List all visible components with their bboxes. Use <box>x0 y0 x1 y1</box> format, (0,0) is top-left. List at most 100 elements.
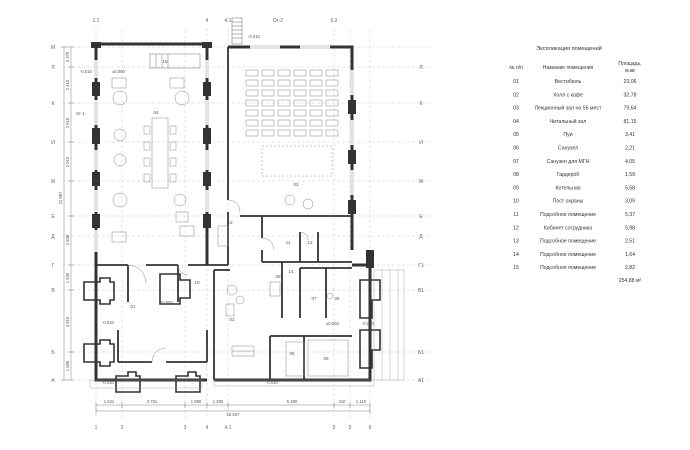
room-number-06: 06 <box>334 296 340 301</box>
schedule-cell-area-10: 3,09 <box>625 199 635 205</box>
dim-left-7: 3 815 <box>65 316 70 327</box>
exterior-walls <box>94 42 372 382</box>
lecture-seat <box>277 129 291 137</box>
lecture-seat <box>261 69 275 77</box>
schedule-cell-area-02: 32,78 <box>624 92 637 98</box>
schedule-cell-name-06: Санузел <box>558 146 578 152</box>
room-number-02: 02 <box>229 317 235 322</box>
top-staircase <box>231 17 243 45</box>
lecture-seat <box>245 119 259 127</box>
porch-steps <box>89 269 405 389</box>
schedule-cell-name-09: Котельная <box>555 185 580 191</box>
schedule-cell-area-03: 79,64 <box>624 106 637 112</box>
room-numbers: 15 04 03 13 11 12 10 08 14 07 06 01 02 0… <box>130 59 340 361</box>
lecture-seat <box>293 79 307 87</box>
dimensions-left <box>61 46 74 381</box>
axis-right-g1: Г1 <box>418 263 424 269</box>
schedule-cell-name-01: Вестибюль <box>555 79 582 85</box>
lecture-seat <box>293 89 307 97</box>
axis-top-5-2: 5.2 <box>331 18 338 24</box>
schedule-cell-num-07: 07 <box>513 159 519 165</box>
level-mark-5: -0,010 <box>102 320 115 325</box>
dimension-labels-bottom: 1 621 3 781 1 980 1 260 6 490 410 1 115 … <box>104 399 367 417</box>
schedule-header-area-2: м.кв <box>625 68 635 74</box>
level-mark-6: ±0,000 <box>326 321 339 326</box>
schedule-header-area-1: Площадь, <box>618 61 641 67</box>
axis-left-e: Е <box>51 214 55 220</box>
lecture-podium <box>261 145 333 210</box>
schedule-cell-num-14: 14 <box>513 252 519 258</box>
room-number-10: 10 <box>194 280 200 285</box>
axis-labels-right: Л К И Ж Е Д Г1 В1 Б1 А1 <box>418 65 424 384</box>
axis-right-i: И <box>419 140 423 146</box>
schedule-cell-name-10: Пост охраны <box>553 199 584 205</box>
level-mark-8: -0,010 <box>102 380 115 385</box>
schedule-cell-name-08: Гардероб <box>557 172 580 178</box>
dim-left-2: 2 410 <box>65 79 70 90</box>
schedule-cell-area-14: 1,64 <box>625 252 635 258</box>
room-number-09: 09 <box>323 356 329 361</box>
lecture-seat <box>293 109 307 117</box>
dim-left-4: 2 510 <box>65 156 70 167</box>
axis-top-4-1: 4.1 <box>225 18 232 24</box>
lecture-seat <box>309 69 323 77</box>
axis-bottom-4-1: 4.1 <box>225 425 232 431</box>
schedule-cell-num-05: 05 <box>513 132 519 138</box>
axis-right-zh: Ж <box>419 179 424 185</box>
axis-bottom-3: 3 <box>184 425 187 431</box>
schedule-cell-num-06: 06 <box>513 146 519 152</box>
lecture-seat <box>245 129 259 137</box>
axis-top-4: 4 <box>206 18 209 24</box>
axis-left-i: И <box>51 140 55 146</box>
lecture-seat <box>325 119 339 127</box>
axis-left-v: В <box>51 288 55 294</box>
axis-left-a: А <box>51 378 55 384</box>
dim-left-1: 3 375 <box>65 51 70 62</box>
level-mark-1: ±0,000 <box>112 69 125 74</box>
dim-bottom-3: 1 980 <box>191 399 202 404</box>
axis-labels-top: 1.1 4 4.1 Ог-2 5.2 <box>93 18 338 24</box>
window-breaks <box>94 45 354 252</box>
schedule-total: 254,88 м² <box>619 278 642 284</box>
axis-top-og2: Ог-2 <box>273 18 283 24</box>
lecture-seat <box>245 89 259 97</box>
lecture-seat <box>325 99 339 107</box>
lecture-seat <box>325 79 339 87</box>
lecture-seat <box>293 69 307 77</box>
schedule-cell-area-13: 2,51 <box>625 239 635 245</box>
reading-table <box>111 77 195 243</box>
schedule-cell-num-12: 12 <box>513 225 519 231</box>
schedule-cell-name-03: Лекционный зал на 56 мест <box>535 105 602 112</box>
schedule-cell-num-04: 04 <box>513 119 519 125</box>
level-mark-7: -0,010 <box>362 321 375 326</box>
room-number-05: 05 <box>289 351 295 356</box>
schedule-cell-num-09: 09 <box>513 185 519 191</box>
axis-right-k: К <box>420 101 423 107</box>
schedule-cell-num-11: 11 <box>513 212 518 218</box>
axis-top-1-1: 1.1 <box>93 18 100 24</box>
room-number-14: 14 <box>288 269 294 274</box>
schedule-cell-num-13: 13 <box>513 239 519 245</box>
level-mark-3: -0,010 <box>248 34 261 39</box>
lecture-seat <box>261 129 275 137</box>
schedule-cell-num-02: 02 <box>513 92 519 98</box>
axis-bottom-5b: 5 <box>349 425 352 431</box>
axis-right-d: Д <box>419 234 423 240</box>
lecture-seat <box>277 89 291 97</box>
room-number-15: 15 <box>162 59 168 64</box>
axis-bottom-2: 2 <box>121 425 124 431</box>
dim-bottom-5: 6 490 <box>287 399 298 404</box>
schedule-cell-num-10: 10 <box>513 199 519 205</box>
lecture-seat <box>309 119 323 127</box>
window-glazing <box>94 45 354 252</box>
dim-bottom-1: 1 621 <box>104 399 115 404</box>
room-schedule-table: Экспликация помещений № п/п Название пом… <box>509 45 641 284</box>
lecture-seat <box>277 69 291 77</box>
room-number-13: 13 <box>227 220 233 225</box>
dim-left-8: 1 685 <box>65 360 70 371</box>
lecture-seat <box>293 129 307 137</box>
interior-walls <box>96 47 352 380</box>
schedule-cell-num-08: 08 <box>513 172 519 178</box>
lecture-seat <box>309 129 323 137</box>
